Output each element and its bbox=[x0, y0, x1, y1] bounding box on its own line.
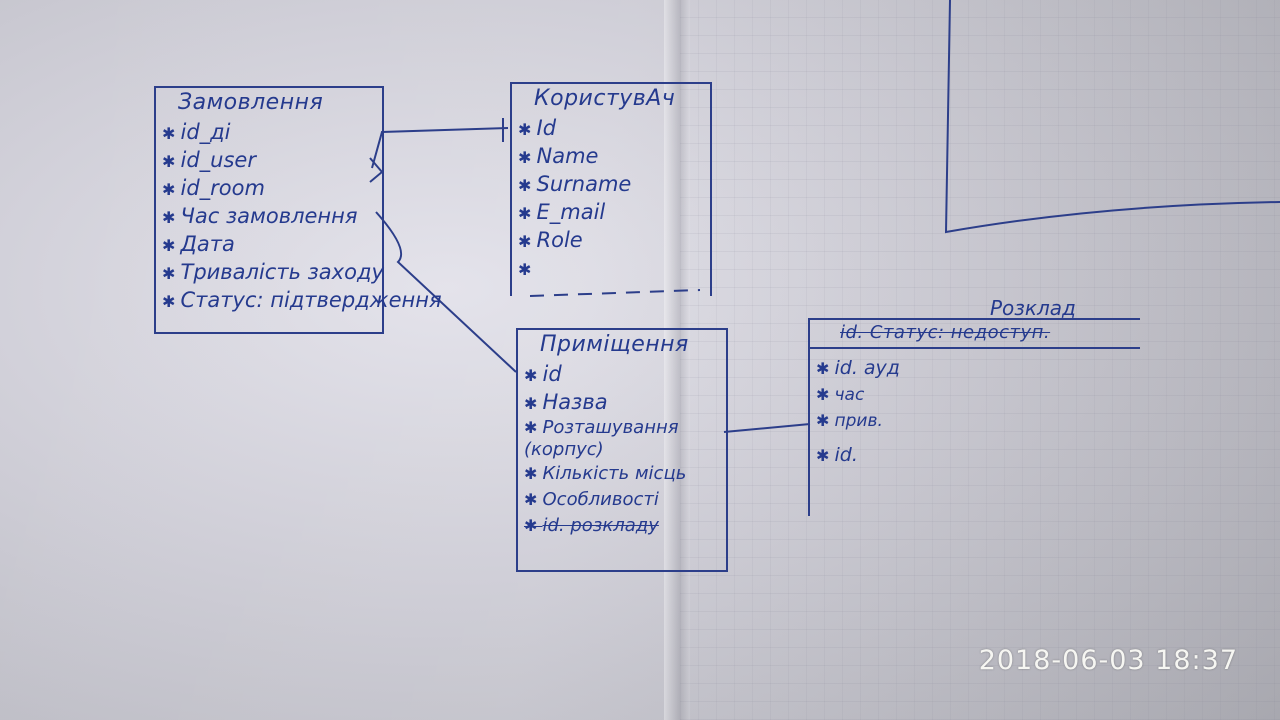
schedule-field: час bbox=[816, 382, 1134, 408]
orders-field: Тривалість заходу bbox=[162, 259, 384, 287]
users-field: Surname bbox=[518, 171, 704, 199]
schedule-table: id. Статус: недоступ. id. ауд час прив. … bbox=[808, 318, 1140, 516]
schedule-field: прив. bbox=[816, 408, 1134, 434]
schedule-field: id. ауд bbox=[816, 355, 1134, 382]
rooms-field: Розташування (корпус) bbox=[524, 417, 720, 461]
users-table-title: КористувАч bbox=[534, 86, 676, 111]
orders-table-title: Замовлення bbox=[178, 90, 324, 115]
orders-field: id_user bbox=[162, 147, 376, 175]
schedule-table-title: Розклад bbox=[990, 296, 1076, 320]
users-field bbox=[518, 255, 704, 283]
users-field: Role bbox=[518, 227, 704, 255]
orders-field: id_ді bbox=[162, 119, 376, 147]
users-table: КористувАч Id Name Surname E_mail Role bbox=[510, 82, 712, 296]
orders-table: Замовлення id_ді id_user id_room Час зам… bbox=[154, 86, 442, 334]
schedule-field: id. bbox=[816, 442, 1134, 469]
orders-field: id_room bbox=[162, 175, 376, 203]
orders-field: Дата bbox=[162, 231, 376, 259]
rooms-field: Кількість місць bbox=[524, 461, 720, 487]
users-field: Id bbox=[518, 115, 704, 143]
rooms-field: Назва bbox=[524, 389, 720, 417]
rooms-table-title: Приміщення bbox=[540, 332, 689, 357]
photo-timestamp: 2018-06-03 18:37 bbox=[978, 645, 1238, 676]
rooms-field: id bbox=[524, 361, 720, 389]
users-field: E_mail bbox=[518, 199, 704, 227]
rooms-field: Особливості bbox=[524, 487, 720, 513]
rooms-table: Приміщення id Назва Розташування (корпус… bbox=[516, 328, 728, 572]
orders-field: Статус: підтвердження bbox=[162, 287, 442, 315]
users-field: Name bbox=[518, 143, 704, 171]
rooms-struck-field: id. розкладу bbox=[524, 513, 720, 539]
schedule-struck-header: id. Статус: недоступ. bbox=[810, 320, 1140, 349]
orders-field: Час замовлення bbox=[162, 203, 376, 231]
